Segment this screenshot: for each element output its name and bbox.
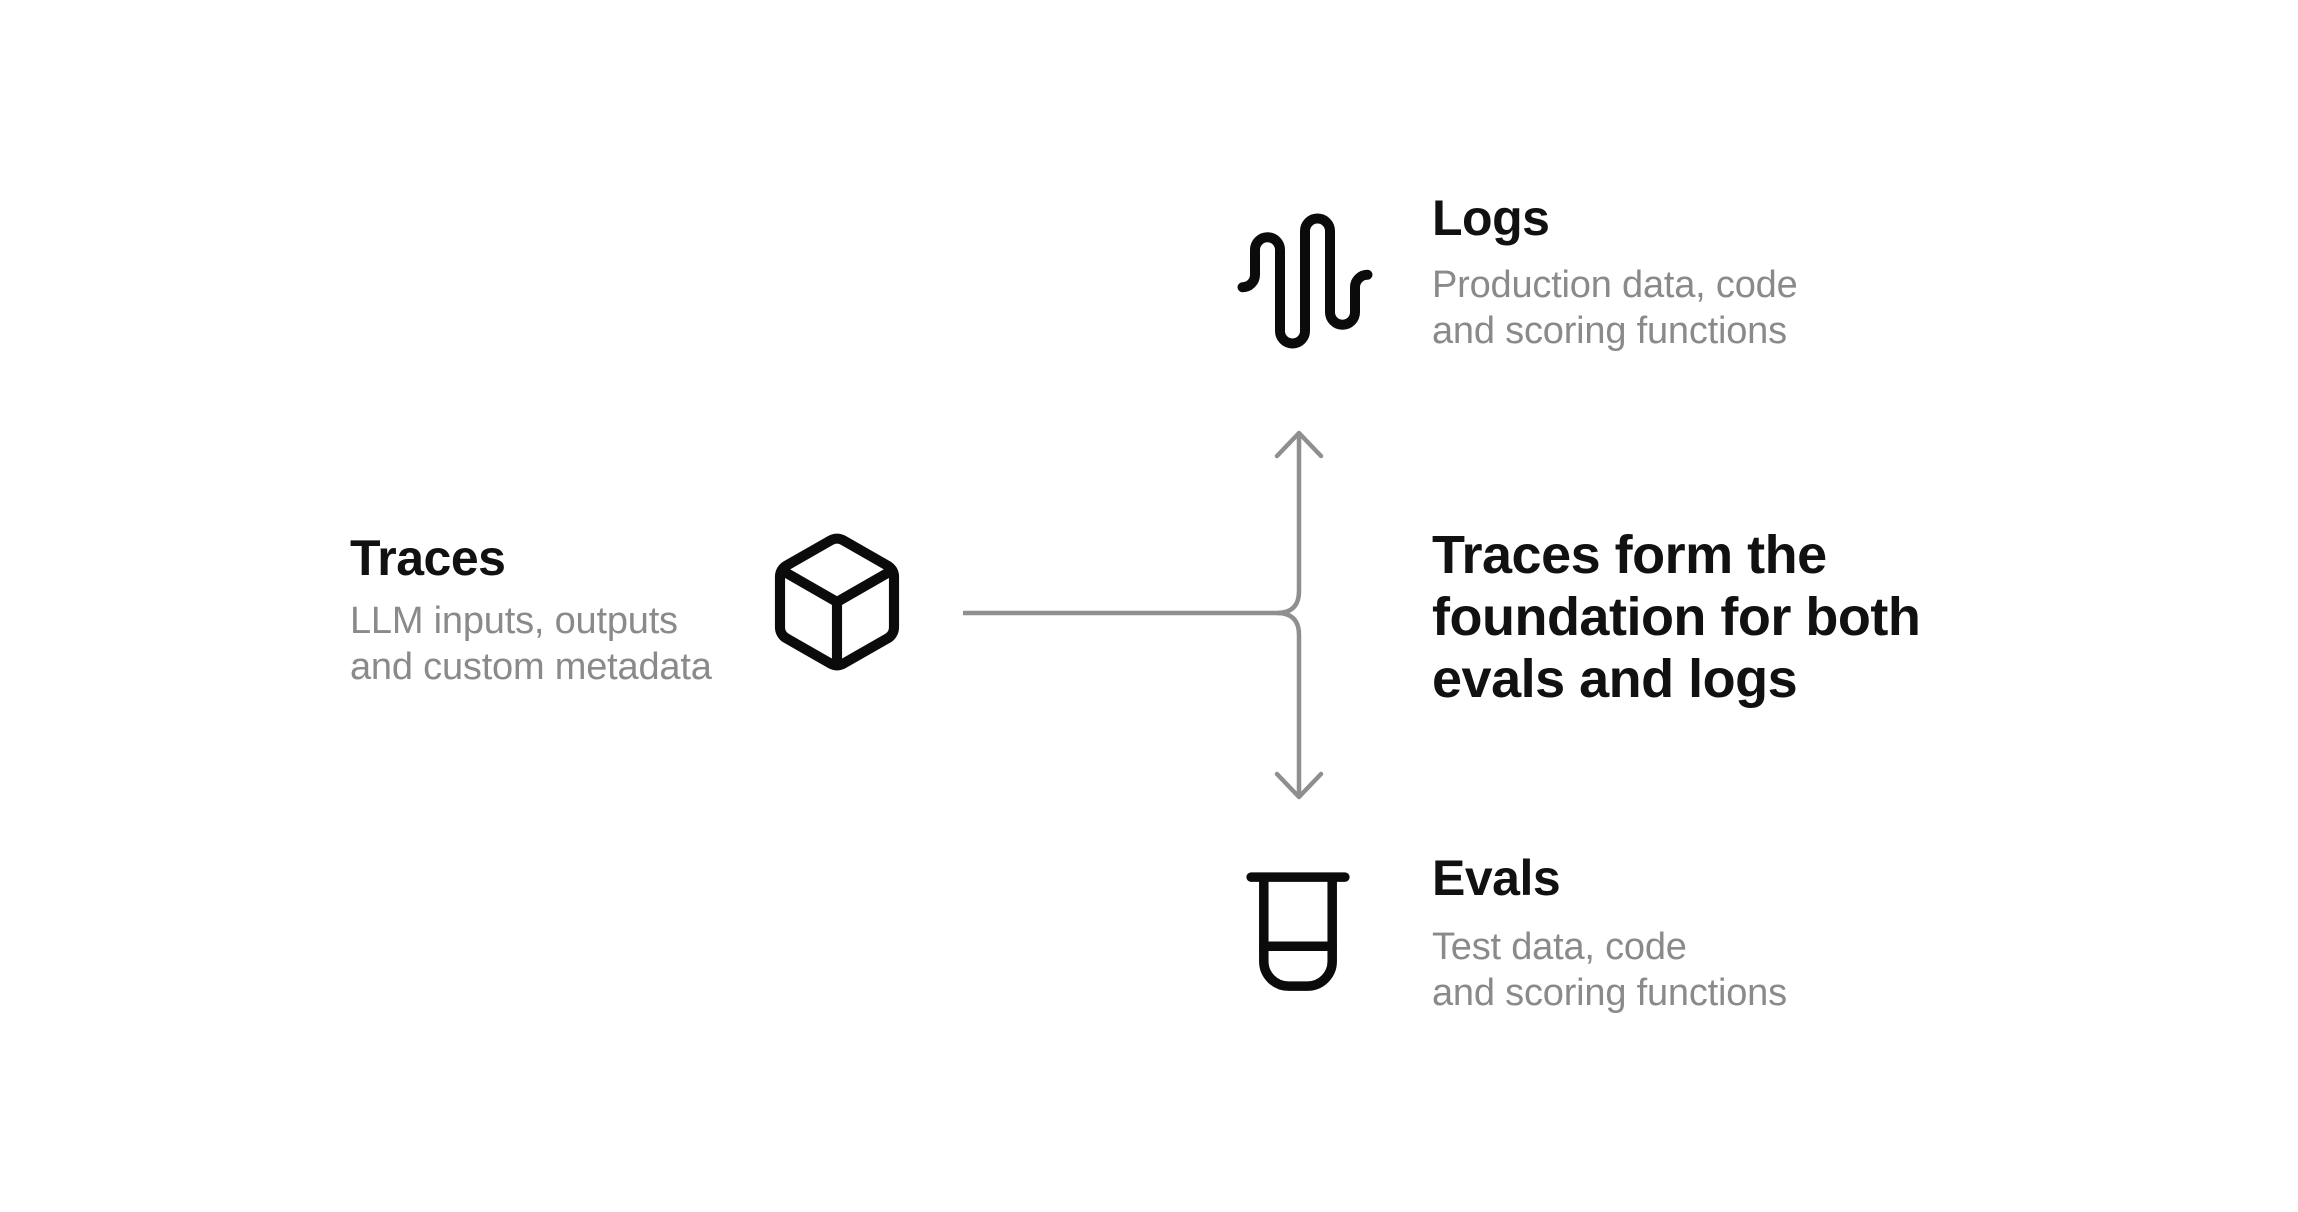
waveform-icon — [1230, 206, 1380, 356]
annotation-line: evals and logs — [1432, 649, 1798, 709]
down-arrowhead — [1274, 771, 1324, 800]
beaker-icon — [1222, 855, 1374, 1007]
cube-icon — [761, 526, 913, 678]
logs-description-line: Production data, code — [1432, 264, 1798, 306]
evals-description-line: Test data, code — [1432, 926, 1687, 968]
annotation-line: Traces form the — [1432, 525, 1827, 585]
connector-up-branch — [963, 433, 1302, 616]
logs-title: Logs — [1432, 190, 1550, 246]
annotation-text: Traces form the foundation for both eval… — [1432, 524, 1921, 710]
up-arrowhead — [1274, 430, 1324, 459]
traces-branch-connector — [963, 430, 1324, 800]
traces-description-line: LLM inputs, outputs — [350, 600, 678, 642]
annotation-line: foundation for both — [1432, 587, 1921, 647]
evals-title: Evals — [1432, 850, 1561, 906]
logs-description-line: and scoring functions — [1432, 310, 1787, 352]
traces-title: Traces — [350, 530, 506, 586]
traces-description: LLM inputs, outputs and custom metadata — [350, 598, 712, 690]
evals-description: Test data, code and scoring functions — [1432, 924, 1787, 1016]
evals-description-line: and scoring functions — [1432, 972, 1787, 1014]
traces-description-line: and custom metadata — [350, 646, 712, 688]
connector-down-branch — [1276, 610, 1302, 797]
logs-description: Production data, code and scoring functi… — [1432, 262, 1798, 354]
